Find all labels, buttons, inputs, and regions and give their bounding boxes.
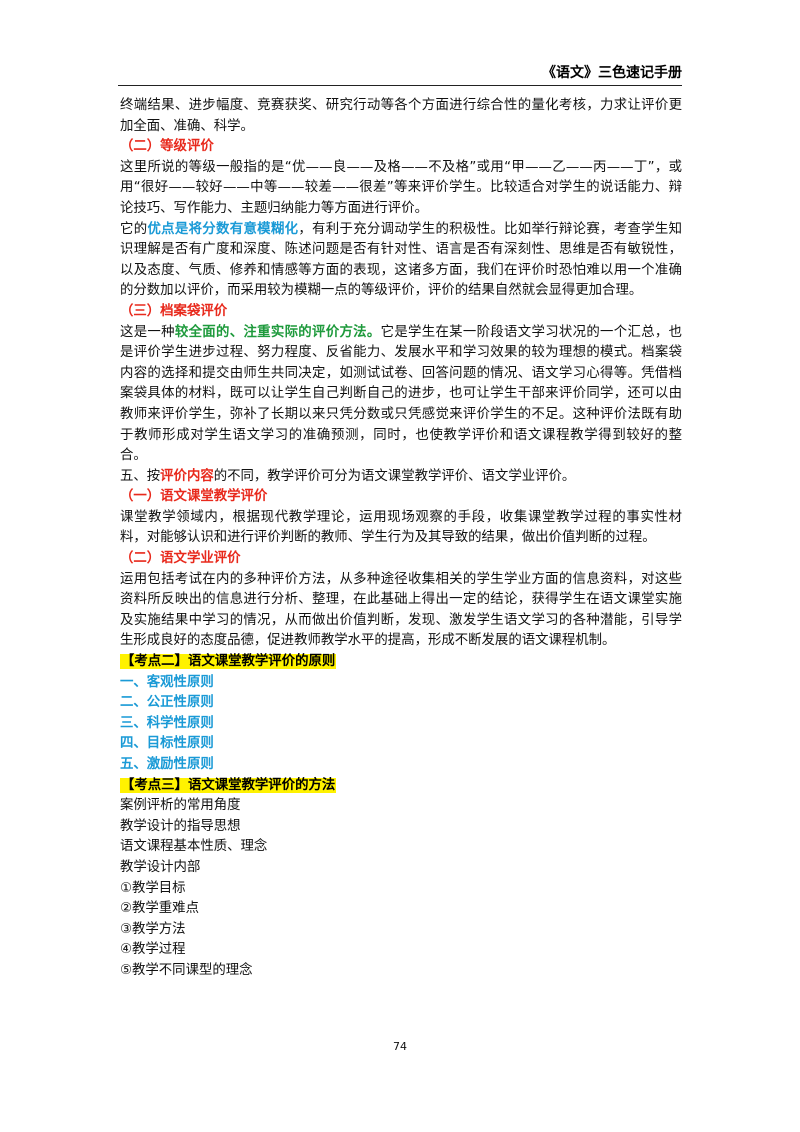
highlighted-heading: 【考点三】语文课堂教学评价的方法 <box>120 777 337 793</box>
key-phrase: 较全面的、注重实际的评价方法。 <box>174 324 381 340</box>
section-heading-portfolio-evaluation: （三）档案袋评价 <box>120 303 228 319</box>
text: 这是一种 <box>120 324 175 340</box>
paragraph: 这里所说的等级一般指的是“优——良——及格——不及格”或用“甲——乙——丙——丁… <box>120 159 682 216</box>
method-item: 语文课程基本性质、理念 <box>120 839 268 855</box>
method-item: 案例评析的常用角度 <box>120 798 241 814</box>
principle-item: 四、目标性原则 <box>120 736 214 752</box>
method-item: ②教学重难点 <box>120 901 199 917</box>
text: ，有利于充分调动学生的积极性。比如举行辩论赛，考查学生知识理解是否有广度和深度、… <box>120 221 683 299</box>
document-header-title: 《语文》三色速记手册 <box>542 65 682 81</box>
highlighted-heading: 【考点二】语文课堂教学评价的原则 <box>120 654 337 670</box>
principle-item: 一、客观性原则 <box>120 674 214 690</box>
section-heading-classroom-evaluation: （一）语文课堂教学评价 <box>120 489 268 505</box>
text: 五、按 <box>120 468 161 484</box>
section-heading-academic-evaluation: （二）语文学业评价 <box>120 551 241 567</box>
method-item: ④教学过程 <box>120 942 186 958</box>
paragraph: 这是一种较全面的、注重实际的评价方法。它是学生在某一阶段语文学习状况的一个汇总，… <box>120 323 682 467</box>
method-item: ⑤教学不同课型的理念 <box>120 962 253 978</box>
text: 它的 <box>120 221 148 237</box>
paragraph: 运用包括考试在内的多种评价方法，从多种途径收集相关的学生学业方面的信息资料，对这… <box>120 571 682 649</box>
key-phrase: 优点是将分数有意模糊化 <box>147 221 299 237</box>
method-item: 教学设计内部 <box>120 859 201 875</box>
paragraph: 终端结果、进步幅度、竞赛获奖、研究行动等各个方面进行综合性的量化考核，力求让评价… <box>120 98 682 134</box>
principle-item: 五、激励性原则 <box>120 757 214 772</box>
paragraph: 它的优点是将分数有意模糊化，有利于充分调动学生的积极性。比如举行辩论赛，考查学生… <box>120 220 682 302</box>
paragraph: 五、按评价内容的不同，教学评价可分为语文课堂教学评价、语文学业评价。 <box>120 467 682 488</box>
page-content: 终端结果、进步幅度、竞赛获奖、研究行动等各个方面进行综合性的量化考核，力求让评价… <box>120 96 682 982</box>
method-item: ③教学方法 <box>120 921 186 937</box>
page-number: 74 <box>393 1040 407 1053</box>
key-point-heading: 【考点三】语文课堂教学评价的方法 <box>120 776 682 797</box>
text: 的不同，教学评价可分为语文课堂教学评价、语文学业评价。 <box>213 468 576 484</box>
method-item: ①教学目标 <box>120 880 186 896</box>
method-item: 教学设计的指导思想 <box>120 818 241 834</box>
text: 它是学生在某一阶段语文学习状况的一个汇总，也是评价学生进步过程、努力程度、反省能… <box>120 324 683 464</box>
key-point-heading: 【考点二】语文课堂教学评价的原则 <box>120 652 682 673</box>
header-rule <box>118 85 682 86</box>
key-phrase: 评价内容 <box>160 468 214 484</box>
principle-item: 三、科学性原则 <box>120 715 214 731</box>
paragraph: 课堂教学领域内，根据现代教学理论，运用现场观察的手段，收集课堂教学过程的事实性材… <box>120 509 682 546</box>
principle-item: 二、公正性原则 <box>120 695 214 711</box>
section-heading-grade-evaluation: （二）等级评价 <box>120 139 214 155</box>
